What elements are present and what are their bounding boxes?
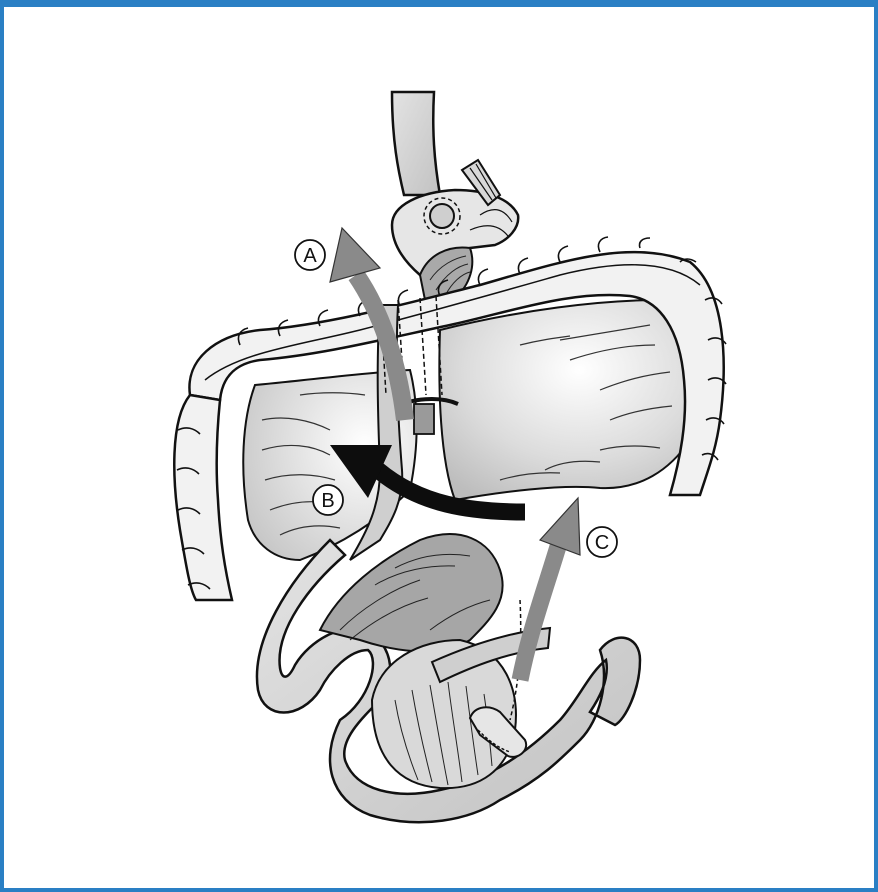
label-a: A — [295, 240, 325, 270]
label-c: C — [587, 527, 617, 557]
svg-text:B: B — [321, 490, 334, 512]
mesocolon-right — [439, 300, 693, 500]
esophagus — [392, 92, 440, 195]
anastomosis-marker — [414, 404, 434, 434]
svg-text:C: C — [595, 532, 609, 554]
ascending-colon — [174, 395, 232, 600]
lower-mesentery — [320, 534, 503, 651]
arrow-c — [520, 498, 580, 680]
staple-ring — [430, 204, 454, 228]
svg-text:A: A — [303, 245, 317, 267]
label-b: B — [313, 485, 343, 515]
